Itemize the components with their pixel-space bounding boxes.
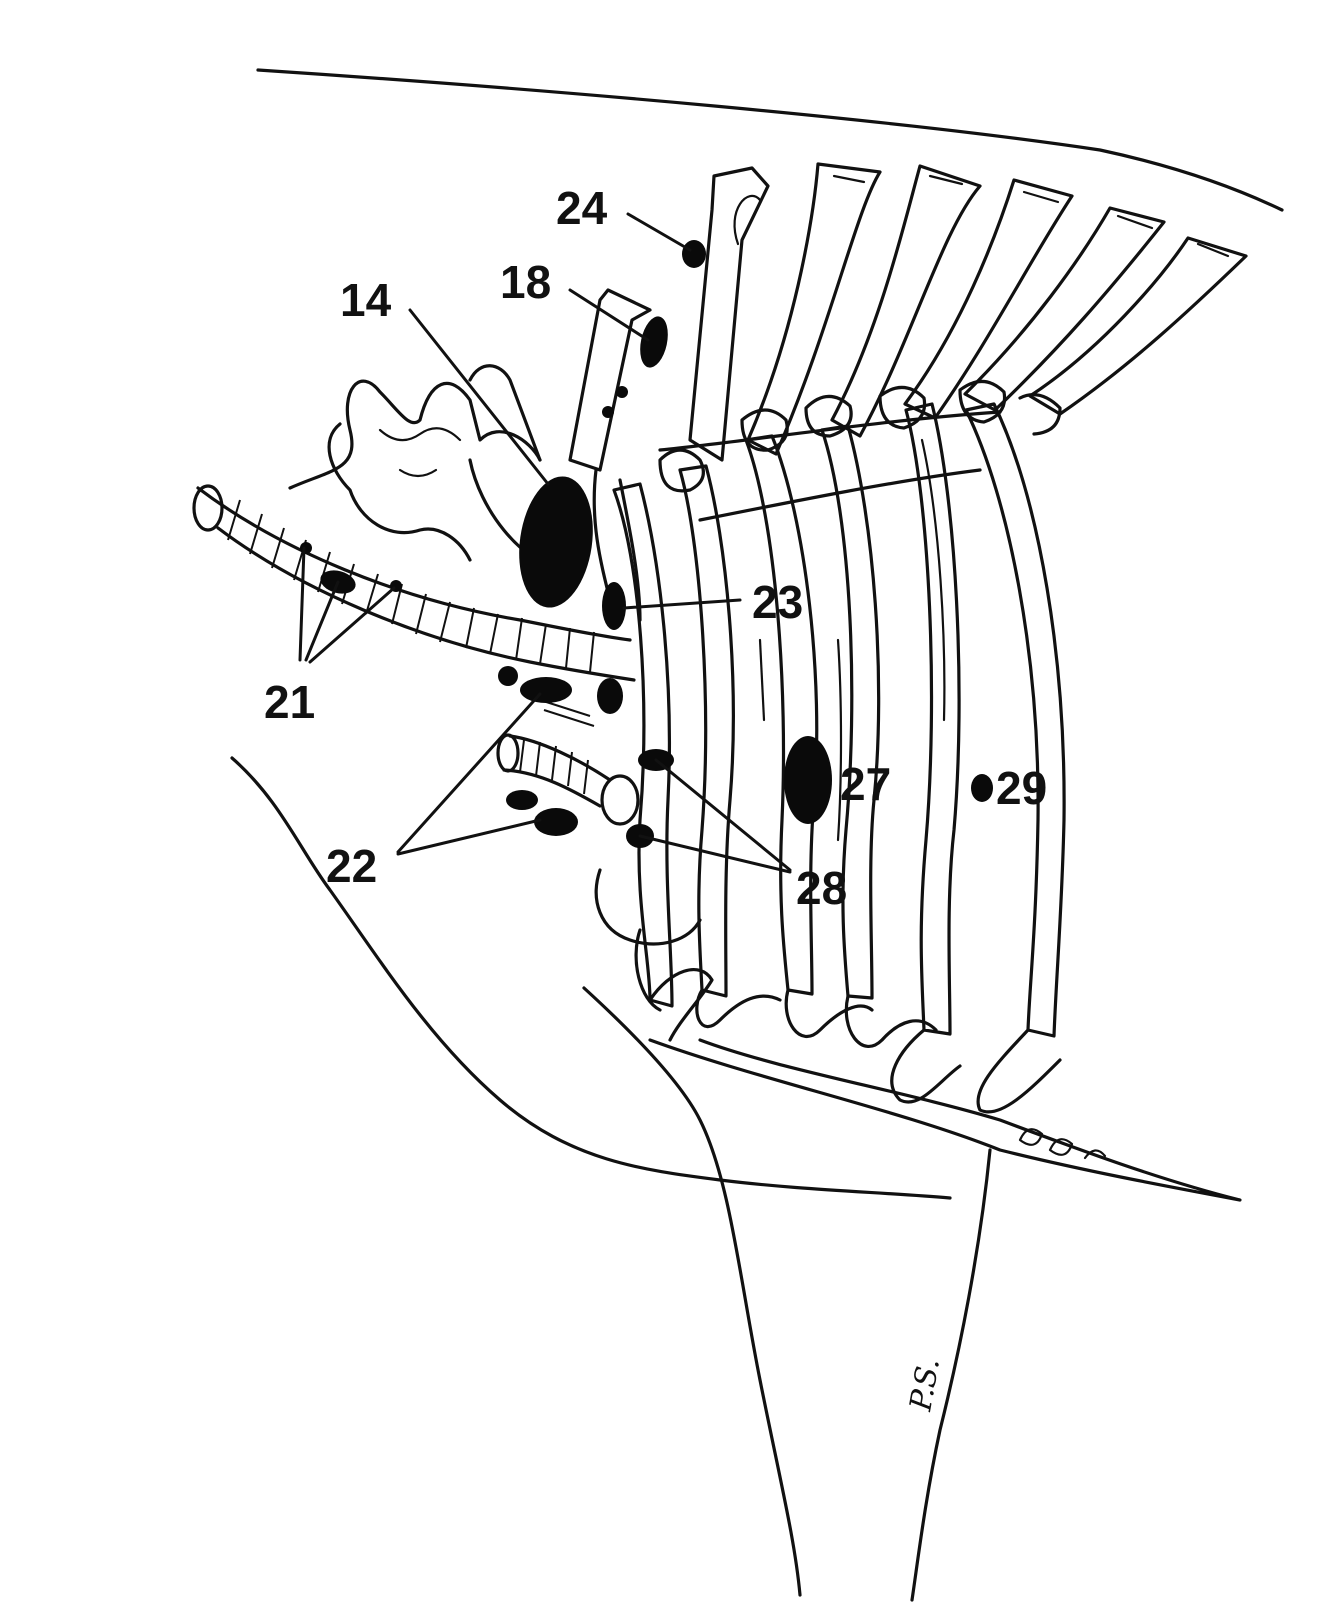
label-28: 28 (796, 862, 847, 914)
node-23 (602, 582, 626, 630)
label-29: 29 (996, 762, 1047, 814)
node-18-small-b (602, 406, 614, 418)
sternum (650, 1040, 1240, 1200)
leader-21-c (310, 588, 394, 662)
label-23: 23 (752, 576, 803, 628)
node-22-a (520, 677, 572, 703)
label-24: 24 (556, 182, 608, 234)
leader-22-b (398, 820, 540, 854)
leader-23 (624, 600, 740, 608)
leader-21-b (306, 582, 338, 660)
node-27 (784, 736, 832, 824)
node-22-d (506, 790, 538, 810)
label-21: 21 (264, 676, 315, 728)
node-22-e (534, 808, 578, 836)
leader-28-a (656, 760, 790, 870)
label-18: 18 (500, 256, 551, 308)
node-22-b (498, 666, 518, 686)
leader-18 (570, 290, 648, 340)
node-24 (682, 240, 706, 268)
lateral-ribs (614, 404, 1064, 1036)
leader-28-b (640, 836, 790, 872)
leader-24 (628, 214, 690, 250)
label-27: 27 (840, 758, 891, 810)
label-14: 14 (340, 274, 392, 326)
node-14 (511, 472, 601, 613)
node-21-b (300, 542, 312, 554)
artist-signature: P.S. (903, 1355, 947, 1414)
leader-21-a (300, 548, 304, 660)
node-22-c (597, 678, 623, 714)
node-29 (971, 774, 993, 802)
node-18 (636, 314, 672, 370)
label-22: 22 (326, 840, 377, 892)
leader-14 (410, 310, 548, 484)
lymph-nodes (300, 240, 993, 848)
node-18-small-a (616, 386, 628, 398)
